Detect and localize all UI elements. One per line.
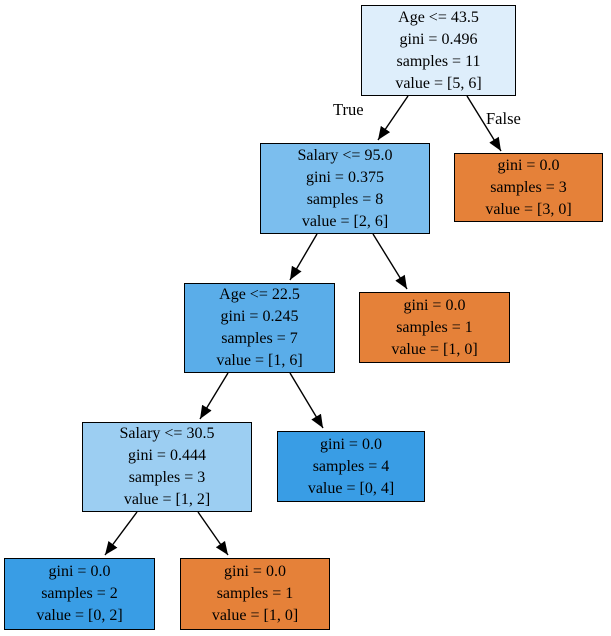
edge-root-to-leaf30	[466, 95, 502, 152]
node-salary-le-95: Salary <= 95.0 gini = 0.375 samples = 8 …	[260, 143, 430, 234]
edge-salary95-to-age22	[289, 233, 318, 281]
node-value: value = [0, 4]	[307, 479, 395, 497]
edge-label-false: False	[486, 109, 521, 128]
node-value: value = [0, 2]	[36, 607, 123, 624]
node-value: value = [5, 6]	[395, 74, 482, 92]
node-gini: gini = 0.0	[497, 156, 560, 174]
node-samples: samples = 1	[216, 585, 294, 602]
node-salary-le-30-5: Salary <= 30.5 gini = 0.444 samples = 3 …	[82, 422, 252, 512]
node-condition: Salary <= 30.5	[119, 425, 215, 442]
edge-root-to-salary95	[377, 95, 409, 141]
node-leaf-value-1-0-b: gini = 0.0 samples = 1 value = [1, 0]	[180, 558, 330, 630]
node-value: value = [1, 2]	[123, 491, 211, 508]
node-gini: gini = 0.0	[48, 563, 111, 580]
node-gini: gini = 0.496	[399, 30, 478, 48]
edge-label-true: True	[333, 100, 364, 119]
node-value: value = [1, 0]	[211, 607, 299, 624]
node-value: value = [1, 0]	[391, 340, 478, 358]
node-gini: gini = 0.0	[224, 563, 286, 580]
node-samples: samples = 8	[306, 190, 384, 208]
node-gini: gini = 0.0	[320, 435, 382, 453]
node-samples: samples = 2	[41, 585, 118, 602]
node-gini: gini = 0.444	[128, 447, 206, 464]
node-samples: samples = 3	[490, 178, 567, 196]
edge-salary30-to-leaf10b	[197, 511, 229, 556]
node-condition: Age <= 43.5	[398, 8, 479, 26]
node-samples: samples = 7	[221, 330, 298, 347]
node-leaf-value-0-4: gini = 0.0 samples = 4 value = [0, 4]	[277, 431, 425, 502]
node-gini: gini = 0.0	[403, 296, 466, 314]
node-samples: samples = 1	[396, 318, 473, 336]
node-value: value = [1, 6]	[216, 352, 303, 369]
node-leaf-value-0-2: gini = 0.0 samples = 2 value = [0, 2]	[4, 558, 155, 630]
node-value: value = [3, 0]	[485, 200, 572, 218]
edge-salary95-to-leaf10	[372, 233, 408, 290]
node-gini: gini = 0.245	[220, 308, 299, 325]
edge-age22-to-salary30	[199, 372, 229, 420]
node-gini: gini = 0.375	[306, 168, 384, 186]
node-samples: samples = 3	[128, 469, 206, 486]
edge-salary30-to-leaf02	[104, 511, 138, 556]
node-condition: Salary <= 95.0	[297, 146, 393, 164]
node-value: value = [2, 6]	[301, 212, 389, 230]
node-leaf-value-3-0: gini = 0.0 samples = 3 value = [3, 0]	[454, 153, 603, 222]
node-samples: samples = 4	[312, 457, 390, 475]
node-samples: samples = 11	[396, 52, 481, 70]
node-age-le-22-5: Age <= 22.5 gini = 0.245 samples = 7 val…	[184, 283, 335, 373]
node-leaf-value-1-0: gini = 0.0 samples = 1 value = [1, 0]	[359, 292, 510, 363]
edge-age22-to-leaf04	[289, 372, 324, 429]
node-root-age-le-43-5: Age <= 43.5 gini = 0.496 samples = 11 va…	[361, 5, 516, 96]
node-condition: Age <= 22.5	[219, 286, 300, 303]
